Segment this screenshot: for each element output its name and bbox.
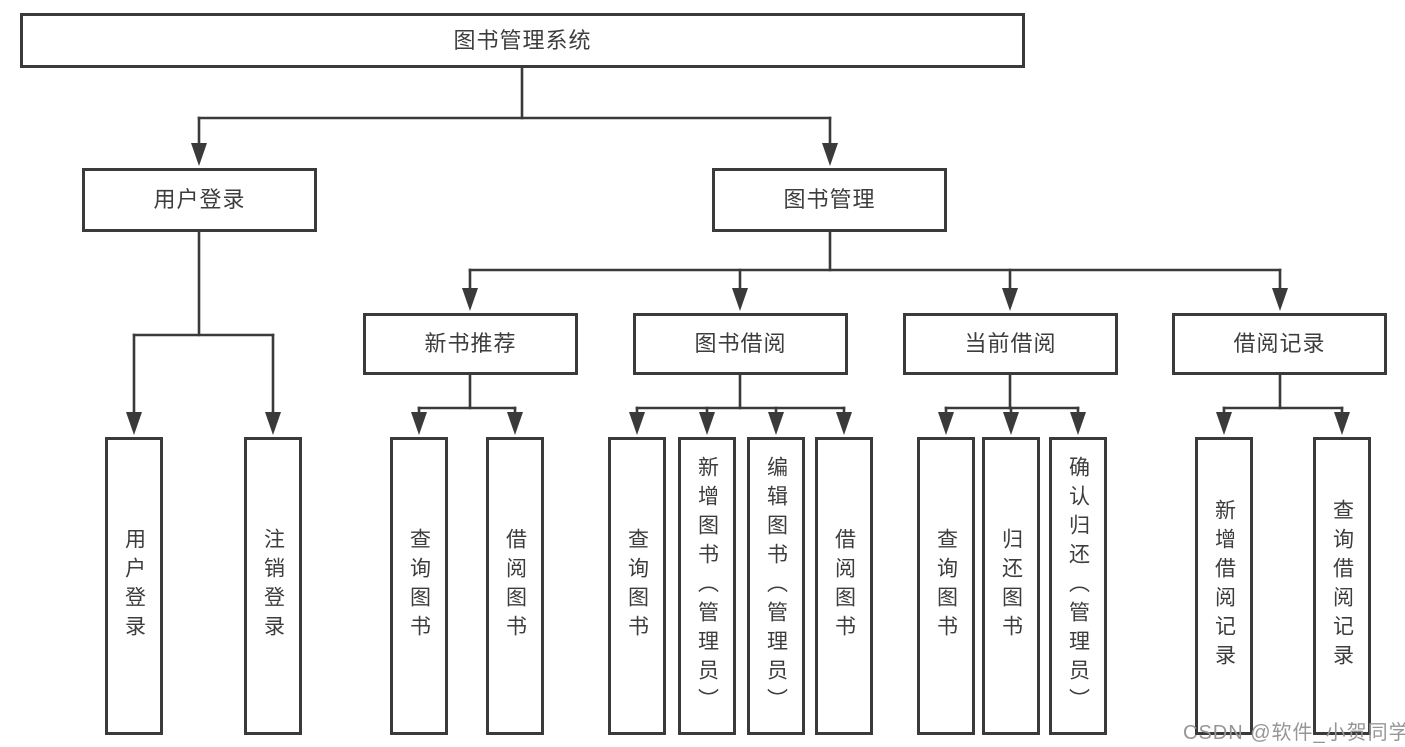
node-leaf-bb-edit-book: 编辑图书（管理员）	[747, 437, 805, 735]
arrow-down-icon	[699, 412, 715, 435]
node-book-management: 图书管理	[712, 168, 947, 232]
connector-new-book-branch	[411, 373, 523, 435]
connector-current-borrow-branch	[938, 373, 1086, 435]
arrow-down-icon	[126, 412, 142, 435]
arrow-down-icon	[629, 412, 645, 435]
arrow-down-icon	[191, 143, 207, 166]
node-user-login-label: 用户登录	[153, 187, 246, 212]
arrow-down-icon	[1216, 412, 1232, 435]
arrow-down-icon	[822, 143, 838, 166]
node-leaf-bb-add-book-label: 新增图书（管理员）	[695, 455, 719, 717]
arrow-down-icon	[411, 412, 427, 435]
connector-book-borrow-branch	[629, 373, 852, 435]
arrow-down-icon	[938, 412, 954, 435]
node-new-book-recommend-label: 新书推荐	[424, 331, 517, 356]
arrow-down-icon	[1272, 288, 1288, 311]
connector-user-login-branch	[126, 230, 281, 435]
node-leaf-bb-add-book: 新增图书（管理员）	[678, 437, 736, 735]
node-leaf-logout-label: 注销登录	[261, 528, 285, 644]
node-leaf-bb-borrow-book-label: 借阅图书	[832, 528, 856, 644]
node-leaf-cb-return-book-label: 归还图书	[999, 528, 1023, 644]
node-leaf-br-query-record: 查询借阅记录	[1313, 437, 1371, 735]
arrow-down-icon	[265, 412, 281, 435]
csdn-watermark: CSDN @软件_小贺同学	[1183, 722, 1405, 744]
node-leaf-cb-return-book: 归还图书	[982, 437, 1040, 735]
node-leaf-cb-query-book-label: 查询图书	[934, 528, 958, 644]
connector-book-management-branch	[462, 230, 1288, 311]
node-leaf-br-add-record-label: 新增借阅记录	[1212, 499, 1236, 673]
node-leaf-bb-query-book-label: 查询图书	[625, 528, 649, 644]
node-leaf-cb-confirm-return-label: 确认归还（管理员）	[1066, 455, 1090, 717]
node-borrow-records: 借阅记录	[1172, 313, 1387, 375]
node-book-borrow: 图书借阅	[633, 313, 848, 375]
arrow-down-icon	[1070, 412, 1086, 435]
node-current-borrow: 当前借阅	[903, 313, 1118, 375]
node-book-borrow-label: 图书借阅	[694, 331, 787, 356]
node-leaf-user-login: 用户登录	[105, 437, 163, 735]
node-user-login: 用户登录	[82, 168, 317, 232]
node-current-borrow-label: 当前借阅	[964, 331, 1057, 356]
node-leaf-nb-borrow-book: 借阅图书	[486, 437, 544, 735]
arrow-down-icon	[768, 412, 784, 435]
arrow-down-icon	[732, 288, 748, 311]
arrow-down-icon	[1334, 412, 1350, 435]
node-leaf-logout: 注销登录	[244, 437, 302, 735]
arrow-down-icon	[462, 288, 478, 311]
node-leaf-bb-query-book: 查询图书	[608, 437, 666, 735]
node-leaf-nb-query-book: 查询图书	[390, 437, 448, 735]
node-leaf-br-query-record-label: 查询借阅记录	[1330, 499, 1354, 673]
node-borrow-records-label: 借阅记录	[1233, 331, 1326, 356]
connector-root-to-level2	[191, 66, 838, 166]
node-leaf-nb-query-book-label: 查询图书	[407, 528, 431, 644]
node-leaf-bb-borrow-book: 借阅图书	[815, 437, 873, 735]
node-leaf-user-login-label: 用户登录	[122, 528, 146, 644]
node-new-book-recommend: 新书推荐	[363, 313, 578, 375]
node-leaf-cb-query-book: 查询图书	[917, 437, 975, 735]
node-leaf-cb-confirm-return: 确认归还（管理员）	[1049, 437, 1107, 735]
node-leaf-br-add-record: 新增借阅记录	[1195, 437, 1253, 735]
arrow-down-icon	[507, 412, 523, 435]
arrow-down-icon	[836, 412, 852, 435]
connector-borrow-records-branch	[1216, 373, 1350, 435]
arrow-down-icon	[1002, 288, 1018, 311]
node-book-management-label: 图书管理	[783, 187, 876, 212]
node-leaf-nb-borrow-book-label: 借阅图书	[503, 528, 527, 644]
arrow-down-icon	[1003, 412, 1019, 435]
node-leaf-bb-edit-book-label: 编辑图书（管理员）	[764, 455, 788, 717]
node-root-label: 图书管理系统	[453, 27, 592, 53]
node-root: 图书管理系统	[20, 13, 1025, 68]
